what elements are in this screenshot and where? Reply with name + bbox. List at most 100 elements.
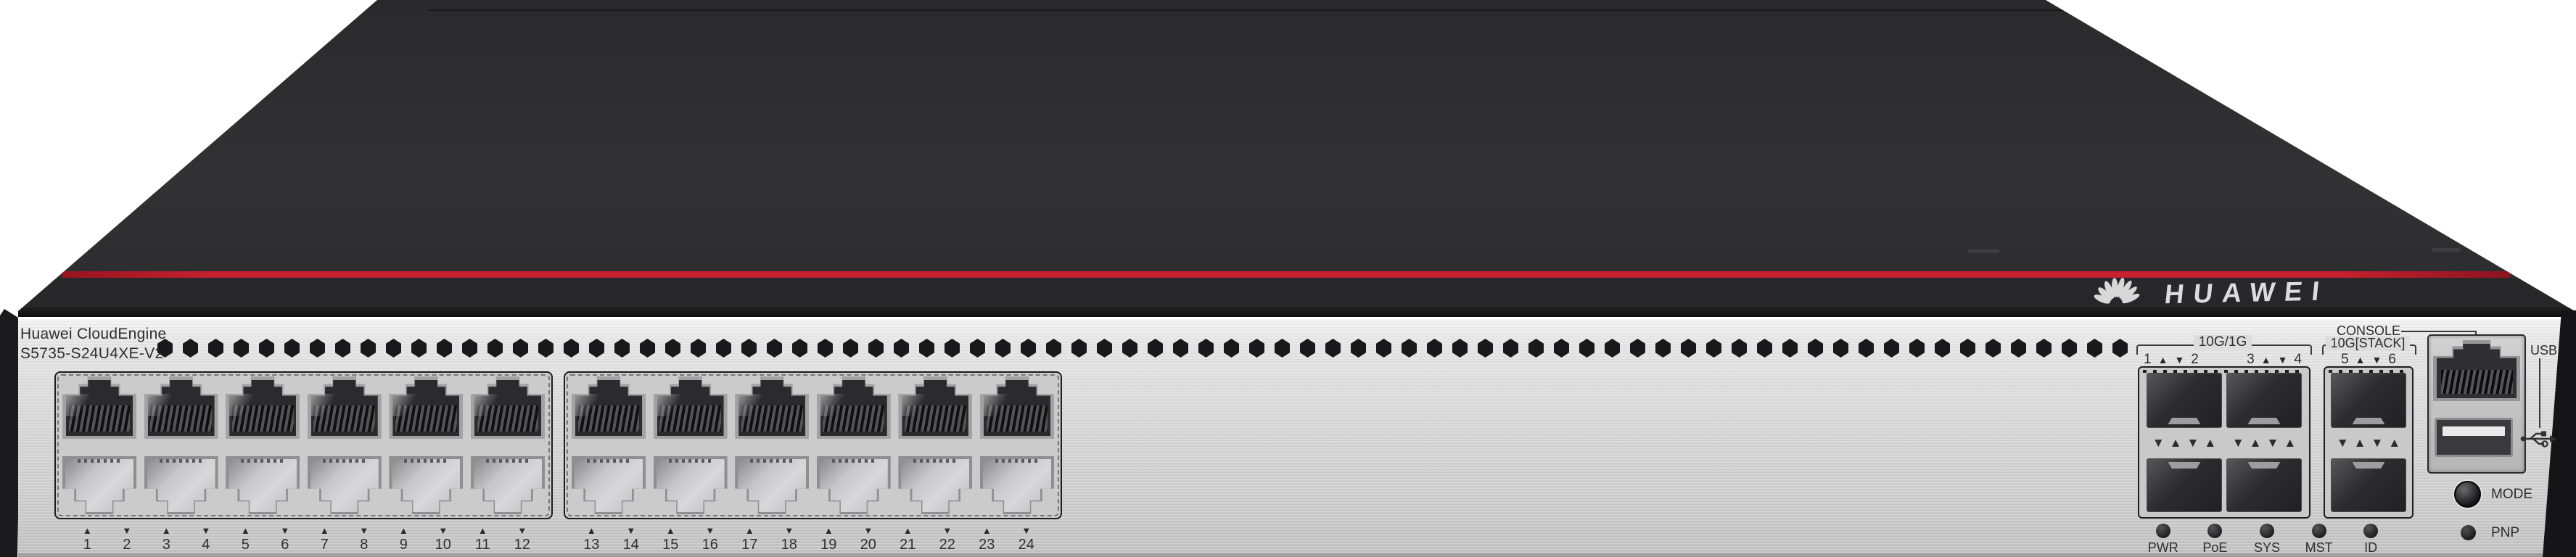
vent-hole: [1655, 339, 1671, 358]
rj45-port-top[interactable]: [898, 376, 973, 439]
sfp-arrow-band: ▼▲▼▲: [2231, 436, 2302, 450]
led-label: PoE: [2202, 540, 2228, 555]
rj45-port-bottom[interactable]: [307, 456, 382, 514]
rj45-port-column[interactable]: [470, 376, 545, 514]
rj45-port-column[interactable]: [62, 376, 136, 514]
port-number-cell: ▲ 7: [305, 522, 345, 554]
up-arrow: ▲: [2260, 353, 2271, 366]
vent-hole: [1986, 339, 2001, 358]
stack-port-pair-wrap: 5 ▲ ▼ 6: [2324, 352, 2414, 368]
rj45-port-column[interactable]: [816, 376, 891, 514]
sfp-slot-bottom[interactable]: [2226, 458, 2302, 512]
port-number: 5: [241, 537, 250, 553]
vent-hole: [1275, 339, 1290, 358]
rj45-port-top[interactable]: [389, 376, 464, 439]
port-number: 24: [1018, 537, 1034, 553]
vent-hole: [386, 339, 401, 358]
stack-port-number: 5: [2341, 352, 2349, 367]
port-number: 8: [360, 537, 369, 553]
sfp-slot-bottom[interactable]: [2147, 458, 2222, 512]
status-led: ID: [2345, 524, 2397, 554]
rj45-port-block-1-12[interactable]: [54, 371, 553, 519]
device-brand-line: Huawei CloudEngine: [20, 326, 167, 342]
sfp-port-column[interactable]: ▼▲▼▲: [2147, 373, 2222, 512]
rj45-port-column[interactable]: [307, 376, 382, 514]
port-arrow: ▲: [161, 525, 171, 536]
mode-button[interactable]: [2454, 481, 2481, 508]
port-arrow: ▼: [705, 525, 715, 536]
port-arrow: ▼: [438, 525, 448, 536]
port-number-cell: ▼ 22: [928, 522, 968, 554]
vent-hole: [1402, 339, 1417, 358]
rj45-port-top[interactable]: [572, 376, 646, 439]
sfp-slot-bottom[interactable]: [2331, 458, 2406, 512]
port-number-cell: ▲ 15: [651, 522, 691, 554]
rj45-port-column[interactable]: [144, 376, 218, 514]
vent-hole: [818, 339, 833, 358]
vent-hole: [208, 339, 223, 358]
sfp-port-column[interactable]: ▼▲▼▲: [2226, 373, 2302, 512]
vent-hole: [1198, 339, 1214, 358]
rj45-port-bottom[interactable]: [979, 456, 1054, 514]
rj45-port-block-13-24[interactable]: [564, 371, 1062, 519]
rj45-port-top[interactable]: [979, 376, 1054, 439]
rj45-port-top[interactable]: [307, 376, 382, 439]
port-number-cell: ▼ 24: [1007, 522, 1047, 554]
rj45-port-column[interactable]: [979, 376, 1054, 514]
usb-pointer-line: [2539, 358, 2540, 428]
status-led: PoE: [2189, 524, 2242, 554]
rj45-port-bottom[interactable]: [572, 456, 646, 514]
huawei-logo-text: HUAWEI: [2163, 276, 2331, 310]
rj45-port-top[interactable]: [144, 376, 218, 439]
rj45-port-bottom[interactable]: [735, 456, 810, 514]
rj45-port-top[interactable]: [226, 376, 300, 439]
port-number: 9: [399, 537, 408, 553]
down-arrow: ▼: [2174, 353, 2185, 366]
usb-port[interactable]: [2435, 418, 2513, 457]
rj45-port-bottom[interactable]: [389, 456, 464, 514]
top-cover-lower-band: [18, 278, 2576, 309]
uplink-port-number: 1: [2144, 352, 2152, 367]
device-label: Huawei CloudEngine S5735-S24U4XE-V2: [20, 324, 167, 363]
uplink-group-label-wrap: 10G/1G: [2136, 335, 2309, 350]
port-number-cell: ▼ 20: [849, 522, 889, 554]
rj45-port-top[interactable]: [653, 376, 728, 439]
sfp-slot-top[interactable]: [2331, 373, 2406, 428]
rj45-port-column[interactable]: [898, 376, 973, 514]
port-arrow: ▲: [82, 525, 92, 536]
vent-hole: [1884, 339, 1899, 358]
rj45-port-bottom[interactable]: [470, 456, 545, 514]
rj45-port-column[interactable]: [735, 376, 810, 514]
rj45-port-bottom[interactable]: [816, 456, 891, 514]
rj45-port-column[interactable]: [653, 376, 728, 514]
sfp-cage-uplink[interactable]: ▼▲▼▲ ▼▲▼▲: [2138, 366, 2310, 519]
rj45-port-column[interactable]: [226, 376, 300, 514]
rj45-port-top[interactable]: [735, 376, 810, 439]
port-number-cell: ▼ 10: [424, 522, 464, 554]
rj45-port-column[interactable]: [572, 376, 646, 514]
port-number-cell: ▲ 5: [226, 522, 266, 554]
sfp-slot-top[interactable]: [2147, 373, 2222, 428]
rj45-port-column[interactable]: [389, 376, 464, 514]
rj45-port-top[interactable]: [470, 376, 545, 439]
rj45-port-top[interactable]: [62, 376, 136, 439]
rj45-port-top[interactable]: [816, 376, 891, 439]
vent-hole: [157, 339, 173, 358]
rj45-port-bottom[interactable]: [144, 456, 218, 514]
rj45-port-bottom[interactable]: [226, 456, 300, 514]
lid-detail-mark: [2432, 248, 2461, 252]
rj45-port-bottom[interactable]: [898, 456, 973, 514]
sfp-slot-top[interactable]: [2226, 373, 2302, 428]
port-number: 12: [514, 537, 530, 553]
rj45-port-bottom[interactable]: [62, 456, 136, 514]
device-model-line: S5735-S24U4XE-V2: [20, 345, 164, 362]
sfp-port-column[interactable]: ▼▲▼▲: [2331, 373, 2406, 512]
vent-hole: [1351, 339, 1366, 358]
vent-hole: [1478, 339, 1493, 358]
top-cover-bottom-groove: [18, 308, 2576, 320]
port-number: 10: [435, 537, 451, 553]
port-number: 2: [123, 537, 131, 553]
sfp-cage-stack[interactable]: ▼▲▼▲: [2324, 366, 2414, 519]
pnp-label: PNP: [2491, 525, 2520, 540]
rj45-port-bottom[interactable]: [653, 456, 728, 514]
